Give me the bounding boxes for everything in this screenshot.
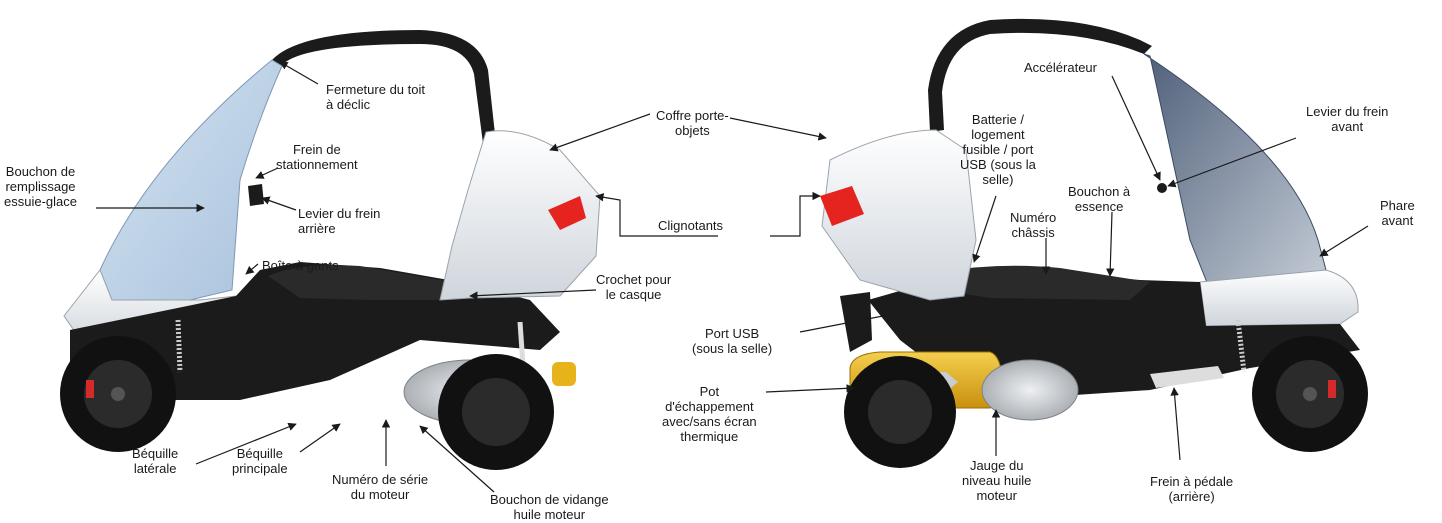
engine-block-right	[981, 359, 1079, 421]
label-usb-port: Port USB (sous la selle)	[692, 326, 773, 356]
label-main-stand: Béquille principale	[232, 446, 288, 476]
label-roof-latch: Fermeture du toit à déclic	[326, 82, 425, 112]
leader-parking-brake	[255, 167, 279, 179]
leader-battery	[972, 195, 997, 263]
leader-storage-right	[729, 117, 827, 141]
leader-main-stand	[299, 423, 341, 453]
right-scooter	[820, 18, 1368, 468]
leader-headlight	[1319, 225, 1369, 257]
label-headlight: Phare avant	[1380, 198, 1415, 228]
leader-indicator-left	[595, 193, 718, 237]
leader-rear-brake-lever	[261, 196, 297, 211]
leader-front-brake	[1167, 137, 1297, 188]
label-chassis-number: Numéro châssis	[1010, 210, 1057, 240]
label-throttle: Accélérateur	[1024, 60, 1097, 75]
leader-fuel-cap	[1106, 211, 1115, 277]
label-glove-box: Boîte à gants	[262, 258, 339, 273]
windshield	[99, 59, 283, 301]
label-oil-gauge: Jauge du niveau huile moteur	[962, 458, 1032, 503]
label-engine-serial: Numéro de série du moteur	[332, 472, 429, 502]
label-front-brake-lever: Levier du frein avant	[1306, 104, 1389, 134]
indicator-right	[820, 186, 864, 226]
leader-indicator-right	[770, 191, 821, 237]
label-exhaust: Pot d'échappement avec/sans écran thermi…	[662, 384, 757, 444]
label-indicators: Clignotants	[658, 218, 724, 233]
front-body-right	[1199, 269, 1359, 327]
leader-helmet-hook	[469, 289, 597, 300]
leader-lines	[96, 61, 1369, 493]
leader-exhaust	[765, 384, 855, 393]
left-scooter	[60, 30, 601, 470]
exhaust-stub	[552, 362, 576, 386]
label-battery: Batterie / logement fusible / port USB (…	[960, 112, 1036, 187]
leader-usb-port	[799, 297, 967, 333]
leader-side-stand	[195, 422, 297, 465]
leader-storage-left	[549, 113, 651, 152]
leader-glove-box	[245, 263, 259, 275]
indicator-left	[548, 196, 586, 230]
leader-throttle	[1111, 75, 1161, 181]
label-foot-brake: Frein à pédale (arrière)	[1150, 474, 1234, 504]
storage-box-right	[821, 129, 977, 301]
label-fuel-cap: Bouchon à essence	[1068, 184, 1131, 214]
label-side-stand: Béquille latérale	[132, 446, 179, 476]
seat-right	[940, 265, 1150, 300]
leader-roof-latch	[279, 61, 319, 85]
label-parking-brake: Frein de stationnement	[276, 142, 358, 172]
label-storage-box: Coffre porte- objets	[656, 108, 729, 138]
label-helmet-hook: Crochet pour le casque	[596, 272, 672, 302]
leader-foot-brake	[1170, 387, 1181, 461]
label-washer-cap: Bouchon de remplissage essuie-glace	[4, 164, 77, 209]
label-oil-drain: Bouchon de vidange huile moteur	[490, 492, 609, 522]
leader-oil-drain	[419, 425, 495, 493]
seat	[268, 265, 452, 300]
label-rear-brake-lever: Levier du frein arrière	[298, 206, 381, 236]
windshield-right	[1143, 53, 1327, 291]
